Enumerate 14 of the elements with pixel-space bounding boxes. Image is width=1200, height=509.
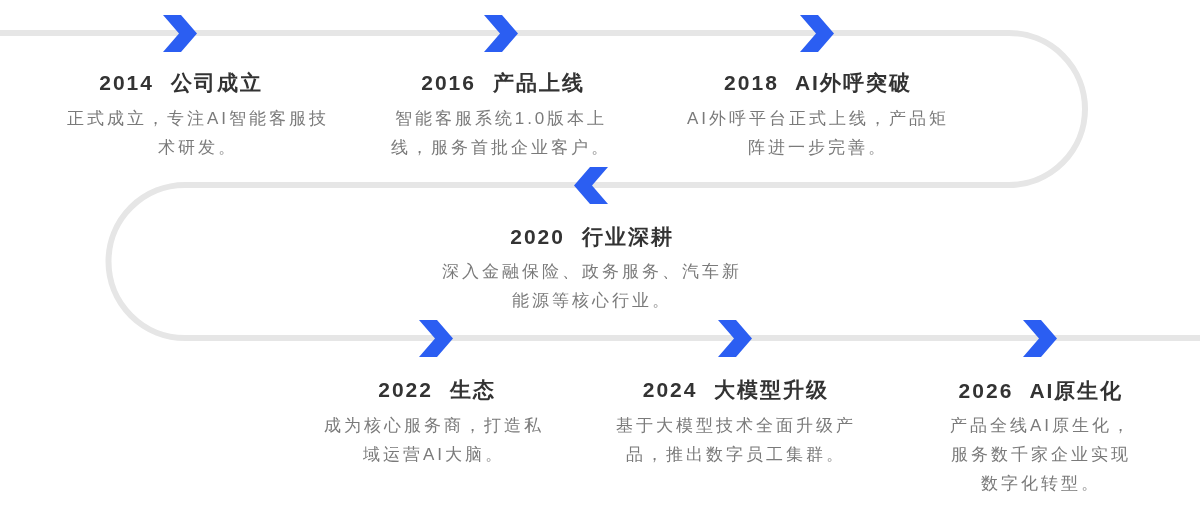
milestone-description: 基于大模型技术全面升级产品，推出数字员工集群。: [615, 415, 857, 466]
milestone-title: 2020 行业深耕: [510, 224, 674, 250]
milestone-description: 产品全线AI原生化，服务数千家企业实现数字化转型。: [948, 415, 1134, 495]
milestone-title: 2026 AI原生化: [958, 378, 1124, 404]
milestone-title: 2016 产品上线: [421, 70, 585, 96]
milestone-description: 深入金融保险、政务服务、汽车新能源等核心行业。: [441, 261, 743, 312]
milestone-title: 2018 AI外呼突破: [724, 70, 912, 96]
milestone-title: 2024 大模型升级: [642, 377, 830, 403]
milestone-title: 2014 公司成立: [99, 70, 263, 96]
milestone-title: 2022 生态: [378, 377, 496, 403]
milestone-description: 智能客服系统1.0版本上线，服务首批企业客户。: [390, 108, 612, 159]
milestone-description: 成为核心服务商，打造私域运营AI大脑。: [323, 415, 545, 466]
milestone-description: 正式成立，专注AI智能客服技术研发。: [65, 108, 331, 159]
milestone-description: AI外呼平台正式上线，产品矩阵进一步完善。: [685, 108, 951, 159]
